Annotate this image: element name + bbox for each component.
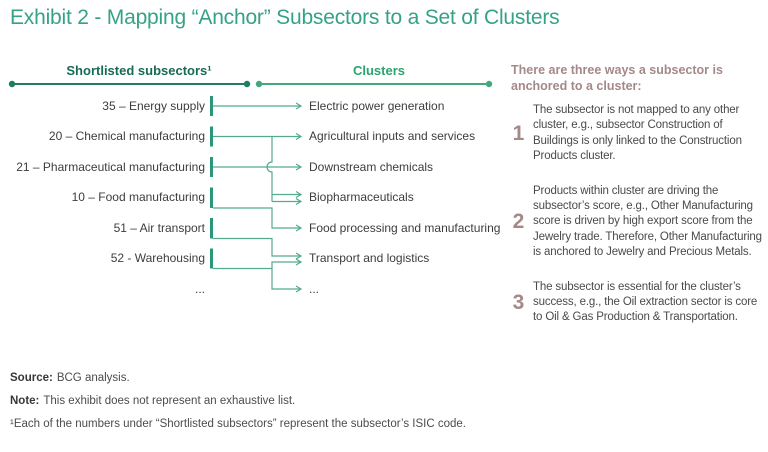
panel-item: 3 The subsector is essential for the clu… — [511, 280, 763, 326]
cluster-label: Electric power generation — [309, 99, 445, 113]
panel-item-number: 1 — [512, 121, 525, 145]
note-text: This exhibit does not represent an exhau… — [43, 395, 296, 407]
cluster-label: Agricultural inputs and services — [309, 129, 476, 143]
right-column-header: Clusters — [352, 63, 406, 78]
note-label: Note: — [10, 395, 40, 407]
rule-endpoint-dot — [8, 80, 16, 88]
panel-item-number: 3 — [512, 290, 525, 314]
source-line: Source:BCG analysis. — [10, 371, 466, 385]
subsector-label: 21 – Pharmaceutical manufacturing — [16, 160, 205, 174]
connector-trunk-with-hop — [266, 136, 273, 202]
anchoring-explanation-panel: There are three ways a subsector is anch… — [511, 62, 763, 345]
exhibit-title: Exhibit 2 - Mapping “Anchor” Subsectors … — [10, 6, 560, 29]
rule-endpoint-dot — [243, 80, 251, 88]
panel-item-text: The subsector is not mapped to any other… — [533, 104, 742, 163]
connector-air-to-transport — [213, 237, 303, 260]
footer-notes: Source:BCG analysis. Note:This exhibit d… — [10, 371, 466, 440]
subsector-label: 52 - Warehousing — [110, 251, 205, 265]
rule-endpoint-dot — [485, 80, 493, 88]
subsector-label: 35 – Energy supply — [102, 99, 205, 113]
subsector-label: 51 – Air transport — [113, 221, 205, 235]
left-column-rule — [8, 80, 251, 88]
subsector-label: 20 – Chemical manufacturing — [48, 129, 205, 143]
subsector-label-ellipsis: ... — [194, 282, 205, 296]
cluster-label: Transport and logistics — [309, 251, 430, 265]
panel-item: 1 The subsector is not mapped to any oth… — [511, 103, 763, 165]
right-column-rule — [255, 80, 493, 88]
source-text: BCG analysis. — [56, 372, 130, 384]
connector-to-ellipsis — [271, 268, 303, 293]
panel-heading: There are three ways a subsector is anch… — [511, 63, 723, 93]
connector-food-to-foodprocessing — [213, 207, 303, 232]
rule-endpoint-dot — [255, 80, 263, 88]
cluster-label: Biopharmaceuticals — [309, 190, 414, 204]
panel-item: 2 Products within cluster are driving th… — [511, 184, 763, 261]
source-label: Source: — [10, 372, 53, 384]
subsector-label: 10 – Food manufacturing — [71, 190, 205, 204]
footnote-line: ¹Each of the numbers under “Shortlisted … — [10, 418, 466, 430]
panel-item-number: 2 — [512, 210, 525, 234]
left-column-header: Shortlisted subsectors¹ — [66, 63, 212, 78]
panel-item-text: Products within cluster are driving the … — [533, 184, 762, 259]
connector-lines — [213, 102, 303, 293]
note-line: Note:This exhibit does not represent an … — [10, 394, 466, 408]
panel-item-text: The subsector is essential for the clust… — [533, 280, 758, 324]
cluster-label: Food processing and manufacturing — [309, 221, 501, 235]
connector-warehousing-to-transport — [213, 258, 303, 270]
cluster-label: Downstream chemicals — [309, 160, 434, 174]
cluster-label-ellipsis: ... — [309, 282, 320, 296]
